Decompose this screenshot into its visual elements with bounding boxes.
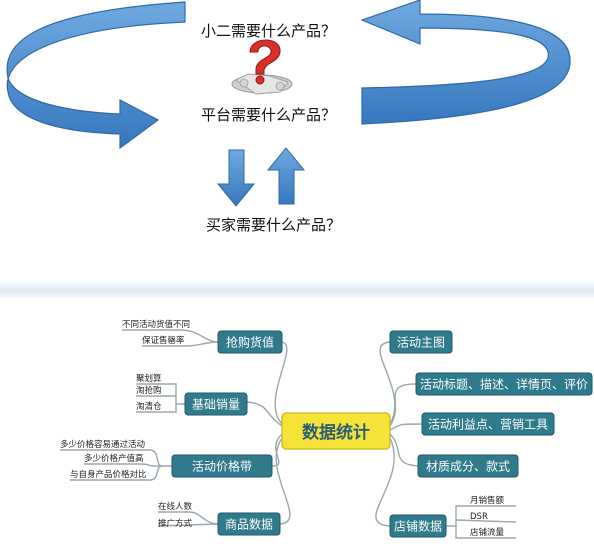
down-arrow-icon (216, 149, 256, 207)
left-leaf-text: 聚划算 (136, 373, 162, 384)
left-branch-node-label: 商品数据 (225, 517, 273, 532)
right-leaf-text: 月销售额 (470, 495, 505, 506)
right-branch-node: 店铺数据 (389, 514, 447, 538)
right-leaf-text: 店铺流量 (470, 527, 505, 538)
right-curved-arrow-icon (360, 0, 571, 125)
question-platform: 平台需要什么产品？ (201, 106, 337, 124)
left-branch-node: 商品数据 (217, 512, 281, 536)
section-divider-band (0, 280, 594, 298)
right-branch-node-label: 店铺数据 (394, 519, 442, 534)
left-branch-node-label: 抢购货值 (226, 335, 274, 350)
right-branch-node: 材质成分、款式 (417, 454, 519, 478)
right-branch-node: 活动主图 (389, 330, 453, 354)
left-leaf-text: 多少价格产值高 (84, 453, 144, 464)
left-branch-node: 活动价格带 (171, 454, 273, 478)
left-leaf-text: 在线人数 (158, 501, 193, 512)
left-branch-node: 抢购货值 (217, 330, 283, 354)
right-branch-node: 活动标题、描述、详情页、评价 (415, 372, 593, 396)
left-leaf-text: 推广方式 (158, 518, 193, 529)
left-branch-node-label: 活动价格带 (192, 459, 252, 474)
left-leaf-text: 与自身产品价格对比 (70, 469, 147, 480)
left-leaf-text: 淘抢购 (136, 385, 162, 396)
left-leaf-text: 多少价格容易通过活动 (60, 439, 146, 450)
center-node: 数据统计 (281, 412, 391, 450)
center-node-label: 数据统计 (302, 422, 370, 443)
cycle-diagram (6, 0, 571, 207)
question-puzzle-icon (231, 39, 293, 95)
right-leaf-text: DSR (470, 512, 488, 522)
right-branch-node-label: 活动利益点、营销工具 (428, 418, 548, 432)
question-xiaoer: 小二需要什么产品？ (201, 22, 337, 40)
right-branch-node: 活动利益点、营销工具 (421, 412, 555, 436)
mindmap-connectors (60, 329, 517, 539)
up-arrow-icon (266, 147, 306, 205)
right-branch-node-label: 活动标题、描述、详情页、评价 (420, 377, 588, 392)
right-branch-node-label: 材质成分、款式 (426, 460, 510, 474)
right-branch-node-label: 活动主图 (397, 336, 445, 350)
left-curved-arrow-icon (6, 1, 186, 150)
left-branch-node: 基础销量 (184, 392, 248, 416)
left-leaf-text: 不同活动货值不同 (122, 319, 190, 330)
left-leaf-text: 淘清仓 (136, 401, 162, 412)
question-buyer: 买家需要什么产品？ (206, 216, 342, 234)
left-leaf-text: 保证售罄率 (142, 335, 185, 346)
left-branch-node-label: 基础销量 (192, 398, 240, 412)
